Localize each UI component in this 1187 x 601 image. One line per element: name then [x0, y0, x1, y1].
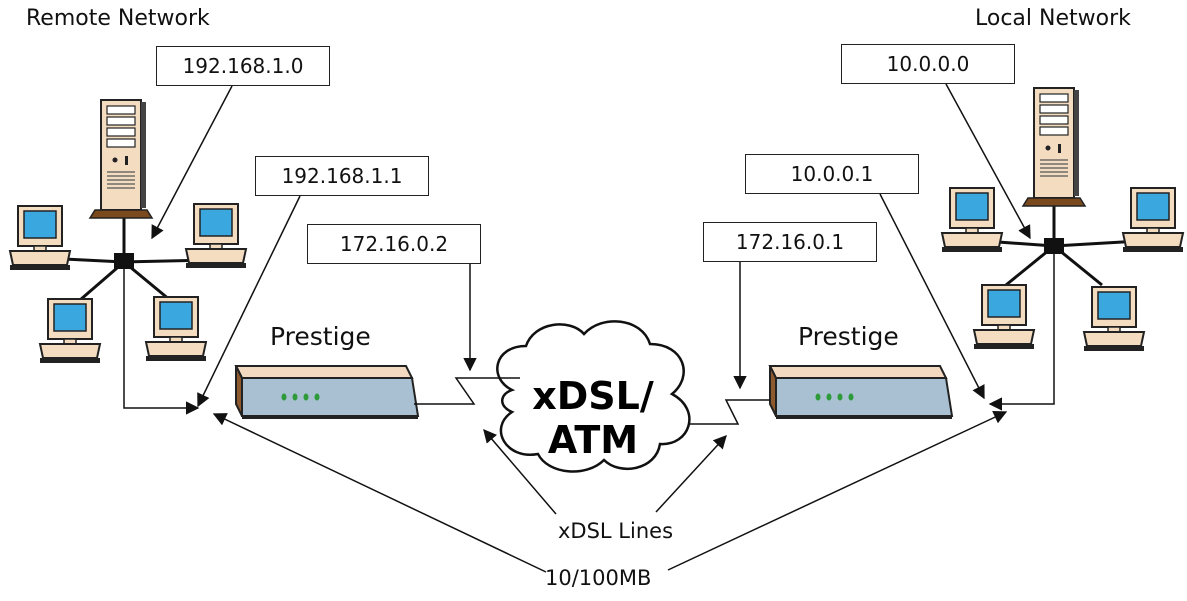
remote-pc-icon-1 — [9, 205, 71, 271]
remote-router-icon — [235, 365, 419, 420]
xdsl-link-left — [414, 377, 520, 405]
remote-router-lan-address-box: 192.168.1.1 — [255, 156, 429, 196]
local-lan-address-box: 10.0.0.0 — [841, 44, 1015, 84]
xdsl-lines-pointer-left — [483, 428, 557, 515]
xdsl-atm-cloud-icon — [496, 320, 691, 473]
local-lan-pointer — [945, 83, 1031, 240]
ethernet-speed-label: 10/100MB — [545, 566, 652, 590]
cloud-label-line1: xDSL/ — [532, 374, 654, 418]
local-network-title: Local Network — [975, 6, 1131, 31]
remote-hub-icon — [114, 253, 134, 269]
remote-pc-icon-2 — [185, 203, 247, 269]
xdsl-lines-pointer-right — [655, 435, 727, 513]
remote-lan-address-box: 192.168.1.0 — [156, 46, 330, 86]
remote-router-lan-pointer — [197, 195, 301, 408]
local-server-icon — [1022, 87, 1086, 207]
remote-lan-pointer — [151, 85, 233, 240]
xdsl-lines-label: xDSL Lines — [558, 519, 674, 543]
remote-server-icon — [89, 99, 153, 219]
cloud-label-line2: ATM — [548, 418, 638, 462]
remote-lan-link — [123, 269, 200, 415]
ethernet-pointer-left — [212, 413, 547, 573]
local-router-lan-address-box: 10.0.0.1 — [745, 154, 919, 194]
local-pc-icon-2 — [1122, 187, 1184, 253]
local-lan-link — [988, 254, 1055, 411]
local-router-icon — [769, 365, 953, 420]
prestige-label-left: Prestige — [270, 322, 371, 351]
remote-router-wan-address-box: 172.16.0.2 — [307, 224, 481, 264]
remote-pc-icon-3 — [39, 298, 101, 364]
remote-network-title: Remote Network — [26, 6, 210, 31]
local-pc-icon-3 — [973, 284, 1035, 350]
prestige-label-right: Prestige — [798, 322, 899, 351]
local-pc-icon-4 — [1083, 286, 1145, 352]
xdsl-link-right — [688, 399, 770, 425]
local-router-lan-pointer — [879, 193, 985, 400]
remote-pc-icon-4 — [145, 296, 207, 362]
ethernet-pointer-right — [667, 411, 1008, 571]
local-hub-icon — [1044, 238, 1064, 254]
local-router-wan-address-box: 172.16.0.1 — [703, 222, 877, 262]
local-pc-icon-1 — [941, 187, 1003, 253]
